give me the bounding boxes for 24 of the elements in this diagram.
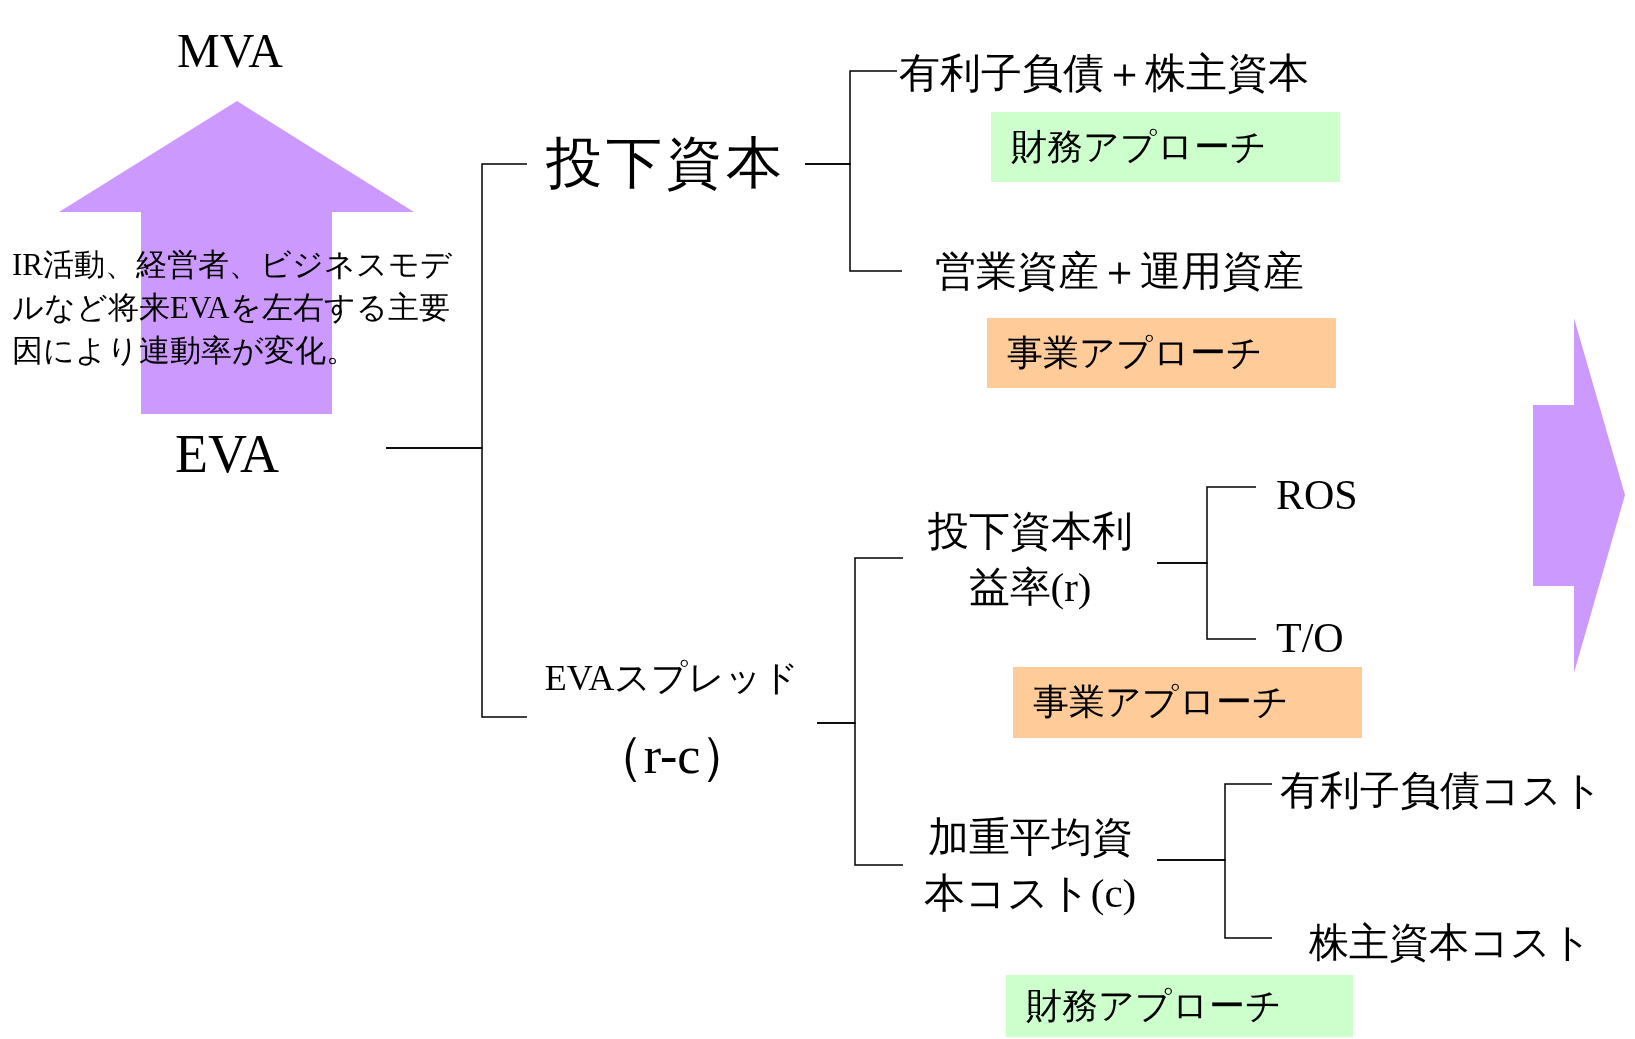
heading: MVA bbox=[150, 0, 310, 101]
node-label: EVAスプレッド bbox=[543, 657, 801, 700]
connector-line bbox=[816, 722, 904, 866]
approach-box: 事業アプローチ bbox=[987, 318, 1336, 388]
connector-line bbox=[385, 447, 528, 718]
node-label: 投下資本 bbox=[527, 128, 805, 200]
node-label: 加重平均資本コスト(c) bbox=[903, 800, 1157, 930]
node-label: 有利子負債コスト bbox=[1272, 760, 1634, 820]
connector-line bbox=[1156, 562, 1257, 640]
approach-box: 財務アプローチ bbox=[1006, 975, 1353, 1037]
approach-box: 財務アプローチ bbox=[991, 112, 1340, 182]
node-label: EVA bbox=[175, 414, 386, 494]
connector-line bbox=[1156, 859, 1273, 939]
edge-label: IR活動、経営者、ビジネスモデルなど将来EVAを左右する主要因により連動率が変化。 bbox=[12, 246, 452, 370]
node-label: ROS bbox=[1256, 465, 1376, 525]
node-label: 投下資本利益率(r) bbox=[903, 498, 1157, 620]
node-label: 株主資本コスト bbox=[1272, 912, 1622, 972]
connector-line bbox=[804, 163, 903, 272]
approach-box: 事業アプローチ bbox=[1013, 667, 1362, 738]
node-label: 営業資産＋運用資産 bbox=[902, 246, 1362, 296]
node-label: 有利子負債＋株主資本 bbox=[897, 48, 1377, 98]
block-arrow bbox=[59, 101, 414, 414]
node-label: T/O bbox=[1256, 610, 1366, 665]
node-label: （r-c） bbox=[590, 726, 754, 786]
